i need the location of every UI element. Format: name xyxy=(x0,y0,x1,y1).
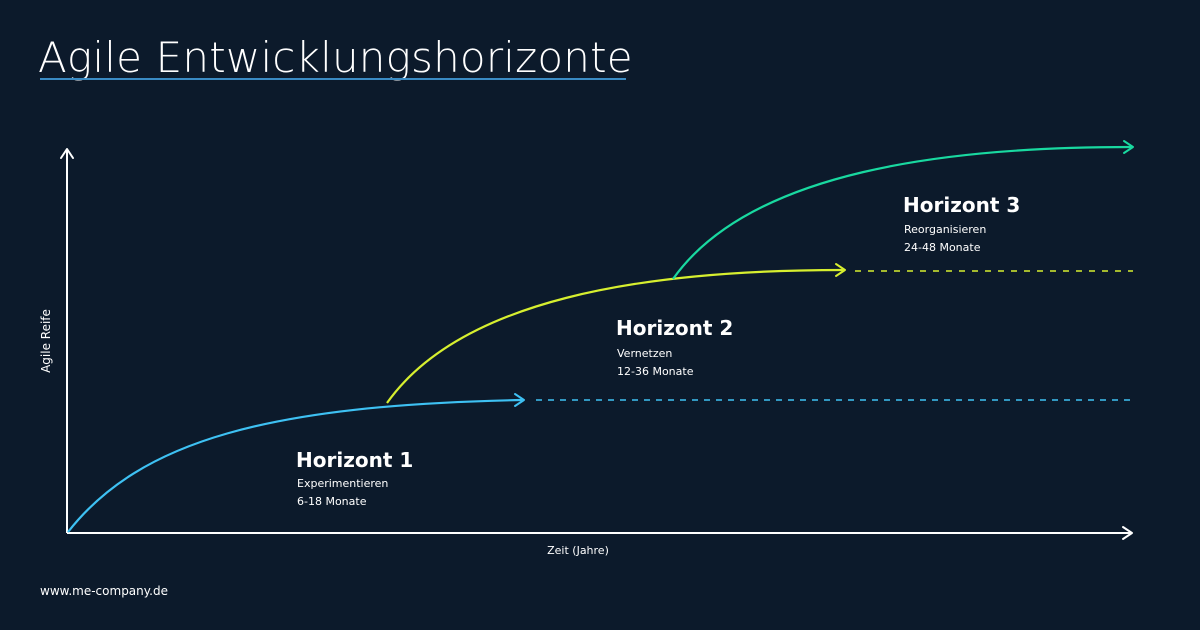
horizon-3-name: Horizont 3 xyxy=(903,193,1020,217)
horizon-3-activity: Reorganisieren xyxy=(904,223,986,236)
horizon-2-curve xyxy=(386,268,844,404)
horizon-3-arrowhead xyxy=(1123,140,1134,154)
horizon-3-duration: 24-48 Monate xyxy=(904,241,981,254)
horizon-2-curve-group xyxy=(386,263,1133,404)
axes: Agile Reife Zeit (Jahre) xyxy=(39,148,1133,557)
horizon-1-curve xyxy=(67,398,523,533)
horizon-1-name: Horizont 1 xyxy=(296,448,413,472)
horizon-3-label: Horizont 3 Reorganisieren 24-48 Monate xyxy=(903,193,1020,254)
horizon-1-label: Horizont 1 Experimentieren 6-18 Monate xyxy=(296,448,413,508)
page-title: Agile Entwicklungshorizonte xyxy=(38,33,633,82)
horizon-1-arrowhead xyxy=(514,393,525,407)
horizon-3-curve-group xyxy=(672,140,1134,280)
y-axis-arrowhead xyxy=(60,148,74,159)
horizon-2-activity: Vernetzen xyxy=(617,347,672,360)
horizon-2-name: Horizont 2 xyxy=(616,316,733,340)
x-axis-label: Zeit (Jahre) xyxy=(547,544,609,557)
horizon-1-curve-group xyxy=(67,393,1133,533)
horizon-1-activity: Experimentieren xyxy=(297,477,388,490)
horizon-3-curve xyxy=(672,145,1132,280)
horizon-2-label: Horizont 2 Vernetzen 12-36 Monate xyxy=(616,316,733,378)
title-underline xyxy=(40,78,626,80)
horizon-1-duration: 6-18 Monate xyxy=(297,495,367,508)
y-axis-label: Agile Reife xyxy=(39,309,53,373)
footer-website: www.me-company.de xyxy=(40,584,168,598)
x-axis-arrowhead xyxy=(1122,526,1133,540)
horizon-2-duration: 12-36 Monate xyxy=(617,365,694,378)
horizon-2-arrowhead xyxy=(835,263,846,277)
